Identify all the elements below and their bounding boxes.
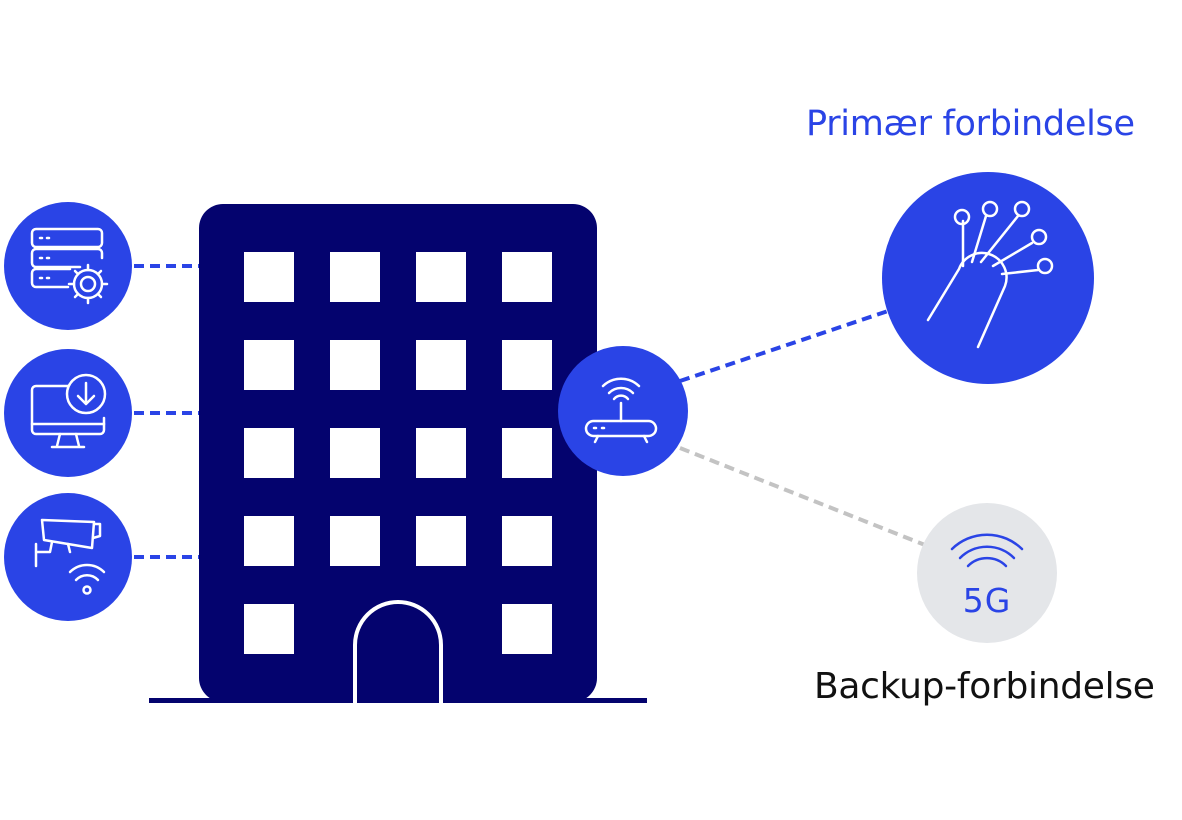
- backup-connection-label: Backup-forbindelse: [814, 666, 1155, 707]
- fiber-node: [882, 172, 1094, 384]
- wifi-camera-icon: [34, 518, 106, 595]
- window: [502, 428, 552, 478]
- window: [502, 516, 552, 566]
- windows: [244, 252, 552, 654]
- window: [330, 340, 380, 390]
- building-door: [353, 600, 443, 704]
- window: [330, 252, 380, 302]
- window: [244, 516, 294, 566]
- router-node: [558, 346, 688, 476]
- wifi-camera-node: [4, 493, 132, 621]
- window: [244, 252, 294, 302]
- window: [244, 604, 294, 654]
- primary-connection-label: Primær forbindelse: [806, 104, 1135, 144]
- window: [244, 340, 294, 390]
- window: [502, 340, 552, 390]
- window: [416, 516, 466, 566]
- window: [244, 428, 294, 478]
- window: [330, 428, 380, 478]
- monitor-download-circle: [4, 349, 132, 477]
- device-connectors: [134, 264, 200, 559]
- fiveg-node: 5G: [917, 503, 1057, 643]
- window: [502, 252, 552, 302]
- window: [416, 340, 466, 390]
- router-icon: [584, 377, 658, 444]
- server-settings-node: [4, 202, 132, 330]
- window: [330, 516, 380, 566]
- backup-connector: [679, 446, 926, 547]
- monitor-download-icon: [30, 373, 107, 449]
- fiveg-circle: [917, 503, 1057, 643]
- fiveg-text: 5G: [963, 581, 1012, 620]
- fiber-optic-icon: [926, 200, 1054, 349]
- ground-line: [149, 698, 647, 703]
- window: [502, 604, 552, 654]
- router-circle: [558, 346, 688, 476]
- fiber-circle: [882, 172, 1094, 384]
- 5g-signal-icon: [950, 533, 1024, 568]
- window: [416, 428, 466, 478]
- wifi-camera-circle: [4, 493, 132, 621]
- building: [149, 204, 647, 704]
- primary-connector: [679, 309, 889, 383]
- building-body: [199, 204, 597, 702]
- monitor-download-node: [4, 349, 132, 477]
- window: [416, 252, 466, 302]
- server-settings-icon: [30, 227, 109, 305]
